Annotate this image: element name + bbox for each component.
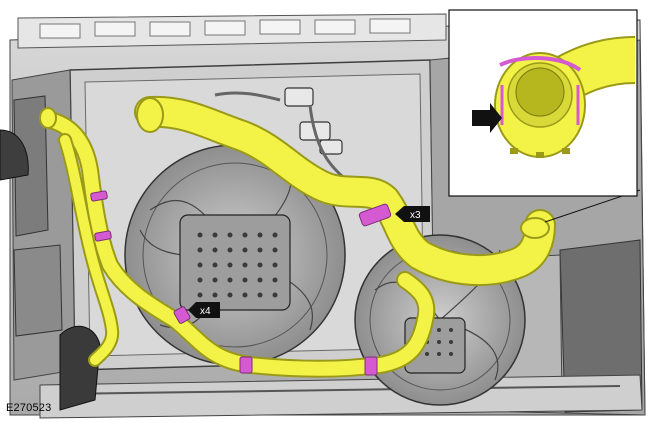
arrow-right-icon <box>472 103 502 133</box>
clamp <box>94 230 112 242</box>
hose-clamps <box>90 190 392 376</box>
clamp <box>173 306 191 324</box>
figure-id-label: E270523 <box>6 402 52 414</box>
clamp <box>358 203 392 227</box>
callout-x3-label: x3 <box>410 210 421 221</box>
clamp <box>364 356 378 376</box>
detail-inset <box>448 9 638 197</box>
arrow-left-icon <box>395 206 430 222</box>
callout-x3: x3 <box>395 206 430 222</box>
callout-x4-label: x4 <box>200 306 211 317</box>
arrow-left-icon <box>188 302 220 318</box>
callout-x4: x4 <box>188 302 220 318</box>
lower-coolant-hose <box>39 107 436 378</box>
upper-coolant-hose <box>134 95 556 286</box>
clamp <box>90 190 108 202</box>
clamp <box>239 356 253 374</box>
